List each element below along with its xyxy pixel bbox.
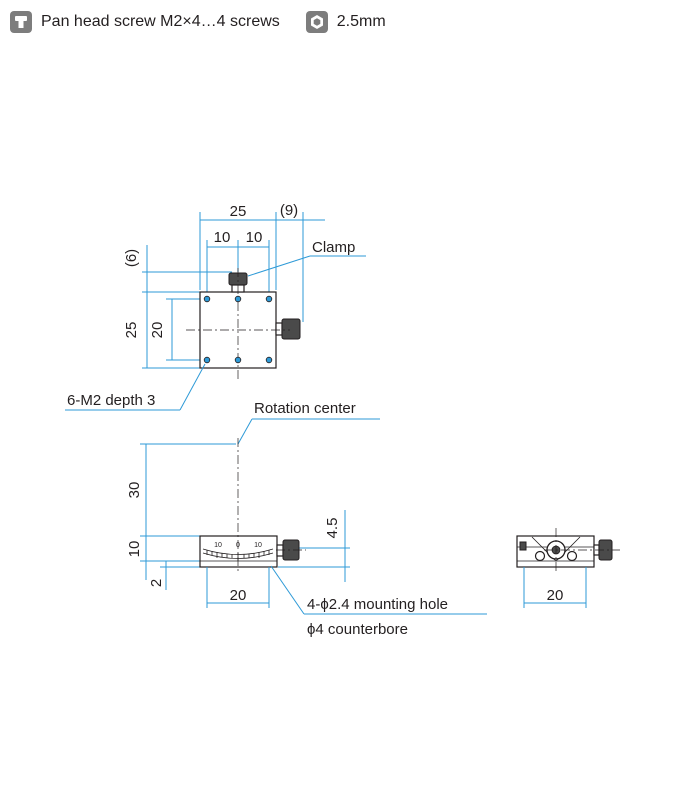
label-mounting-hole: 4-ϕ2.4 mounting hole bbox=[307, 596, 448, 613]
legend-item-screw: Pan head screw M2×4…4 screws bbox=[10, 11, 280, 33]
dim-body-height: 10 bbox=[126, 541, 143, 558]
hex-wrench-icon bbox=[305, 11, 328, 33]
tapped-hole bbox=[203, 356, 211, 364]
scale-label-right: 10 bbox=[254, 542, 262, 549]
legend-item-wrench: 2.5mm bbox=[305, 11, 386, 33]
legend-screw-label: Pan head screw M2×4…4 screws bbox=[41, 13, 280, 30]
dim-clamp-offset: (9) bbox=[280, 202, 298, 219]
dim-top-height: 25 bbox=[123, 322, 140, 339]
dim-half-right: 10 bbox=[246, 229, 263, 246]
legend: Pan head screw M2×4…4 screws 2.5mm bbox=[10, 10, 412, 34]
front-side-knob-neck bbox=[276, 544, 284, 557]
front-view: Rotation center 30 10 2 4.5 bbox=[126, 400, 487, 638]
dim-side-base-width: 20 bbox=[547, 587, 564, 604]
top-view: 25 (9) 10 10 (6) 25 20 bbox=[65, 202, 366, 411]
legend-wrench-label: 2.5mm bbox=[336, 13, 386, 30]
side-view: 20 bbox=[516, 528, 620, 608]
dim-base-offset: 2 bbox=[148, 579, 165, 587]
dim-hole-pitch: 20 bbox=[149, 322, 166, 339]
dim-top-width: 25 bbox=[230, 203, 247, 220]
tapped-hole bbox=[265, 356, 273, 364]
label-rotation-center: Rotation center bbox=[254, 400, 356, 417]
top-side-knob-neck bbox=[275, 322, 283, 336]
tapped-hole bbox=[234, 295, 242, 303]
label-counterbore: ϕ4 counterbore bbox=[307, 621, 408, 638]
label-clamp: Clamp bbox=[312, 239, 355, 256]
tapped-hole bbox=[203, 295, 211, 303]
dim-scale-height: 4.5 bbox=[324, 518, 341, 539]
tapped-hole bbox=[234, 356, 242, 364]
top-side-knob bbox=[281, 318, 301, 340]
dim-front-base-width: 20 bbox=[230, 587, 247, 604]
dim-clamp-height: (6) bbox=[123, 249, 140, 267]
scale-label-left: 10 bbox=[214, 542, 222, 549]
tapped-hole bbox=[265, 295, 273, 303]
label-tapped-holes: 6-M2 depth 3 bbox=[67, 392, 155, 409]
front-scale-ticks bbox=[206, 550, 270, 561]
side-block bbox=[519, 541, 527, 551]
pan-head-screw-icon bbox=[10, 11, 32, 33]
side-screw-head bbox=[566, 550, 578, 562]
dim-half-left: 10 bbox=[214, 229, 231, 246]
dim-rotation-height: 30 bbox=[126, 482, 143, 499]
side-screw-head bbox=[534, 550, 546, 562]
